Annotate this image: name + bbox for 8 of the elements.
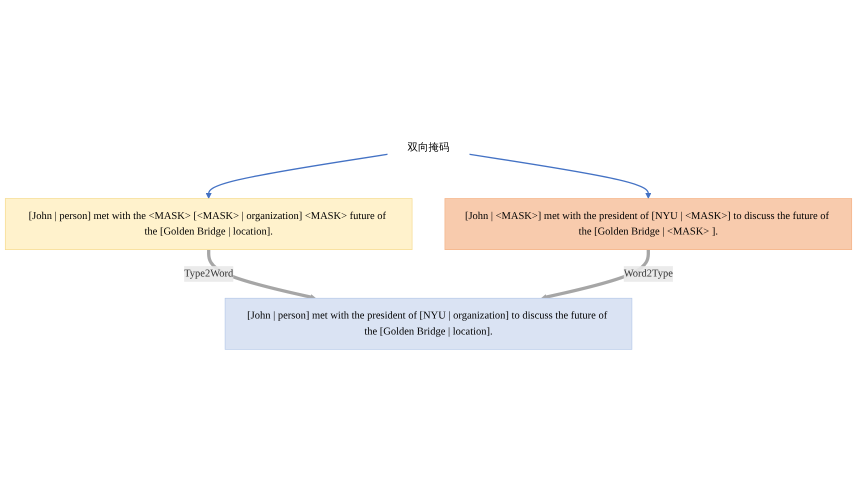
node-box: [John | person] met with the president of [NYU | organization] to discuss the future of the [Golden Bridge | location].	[224, 298, 632, 350]
arrow	[469, 154, 652, 199]
node-box: [John | <MASK>] met with the president of [NYU | <MASK>] to discuss the future of the [Golden Bridge | <MASK> ].	[444, 198, 852, 250]
arrow	[206, 154, 388, 199]
node-text: 双向掩码	[408, 142, 450, 154]
edge-label: Type2Word	[184, 268, 234, 280]
node-box: [John | person] met with the <MASK> [<MASK> | organization] <MASK> future of the [Golden Bridge | location].	[4, 198, 412, 250]
edge-label: Word2Type	[624, 268, 673, 280]
